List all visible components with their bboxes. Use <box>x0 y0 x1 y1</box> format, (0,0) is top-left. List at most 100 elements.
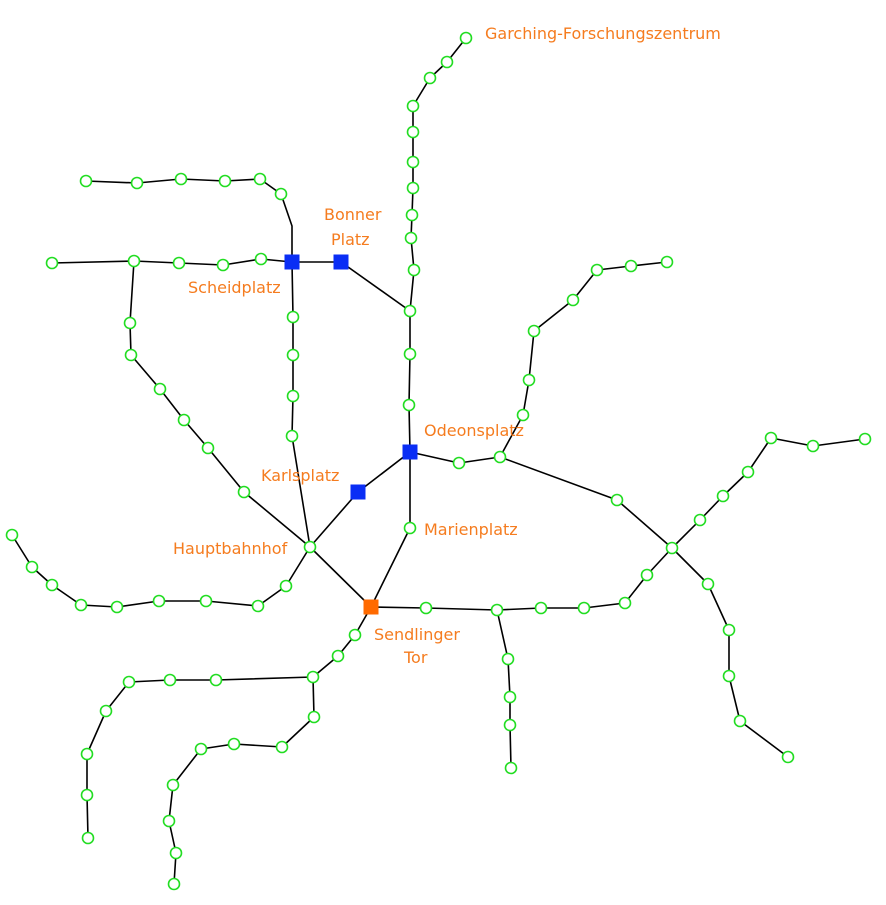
station-stop <box>504 761 518 775</box>
station-labels: Garching-Forschungszentrum Bonner Platz … <box>173 24 721 667</box>
station-stop <box>741 465 755 479</box>
station-stop <box>660 255 674 269</box>
station-stop <box>406 99 420 113</box>
station-stop <box>590 263 604 277</box>
station-stop <box>781 750 795 764</box>
station-stop <box>522 373 536 387</box>
station-stop <box>566 293 580 307</box>
station-stop <box>163 673 177 687</box>
station-stop <box>610 493 624 507</box>
station-stop <box>405 208 419 222</box>
label-karlsplatz: Karlsplatz <box>261 466 339 485</box>
station-stop <box>306 670 320 684</box>
junction-stations <box>284 254 418 615</box>
station-stop <box>406 181 420 195</box>
station-stop <box>701 577 715 591</box>
station-markers <box>5 31 872 891</box>
station-stop <box>251 599 265 613</box>
station-stop <box>503 718 517 732</box>
route-west <box>51 260 372 608</box>
station-stop <box>167 877 181 891</box>
station-stop <box>123 316 137 330</box>
label-odeonsplatz: Odeonsplatz <box>424 421 524 440</box>
station-stop <box>169 846 183 860</box>
station-stop <box>227 737 241 751</box>
station-stop <box>5 528 19 542</box>
label-bonner-platz-line2: Platz <box>331 230 370 249</box>
station-stop <box>403 521 417 535</box>
station-stop <box>303 540 317 554</box>
station-stop <box>286 348 300 362</box>
route-lines <box>11 37 866 885</box>
station-stop <box>406 155 420 169</box>
station-stop <box>693 513 707 527</box>
station-stop <box>423 71 437 85</box>
station-stop <box>440 55 454 69</box>
route-south-west-2 <box>168 676 315 885</box>
station-stop <box>501 652 515 666</box>
station-stop <box>162 814 176 828</box>
label-garching-forschungszentrum: Garching-Forschungszentrum <box>485 24 721 43</box>
bonner-platz-station <box>333 254 349 270</box>
station-stop <box>110 600 124 614</box>
label-bonner-platz-line1: Bonner <box>324 205 382 224</box>
station-stop <box>402 398 416 412</box>
station-stop <box>624 259 638 273</box>
station-stop <box>237 485 251 499</box>
station-stop <box>172 256 186 270</box>
station-stop <box>406 125 420 139</box>
station-stop <box>419 601 433 615</box>
station-stop <box>403 304 417 318</box>
station-stop <box>640 568 654 582</box>
station-stop <box>153 382 167 396</box>
station-stop <box>577 601 591 615</box>
station-stop <box>286 389 300 403</box>
station-stop <box>199 594 213 608</box>
station-stop <box>253 172 267 186</box>
station-stop <box>331 649 345 663</box>
station-stop <box>80 747 94 761</box>
route-central-east <box>309 451 789 758</box>
route-south <box>496 609 512 769</box>
station-stop <box>493 450 507 464</box>
station-stop <box>452 456 466 470</box>
station-stop <box>527 324 541 338</box>
station-stop <box>534 601 548 615</box>
label-hauptbahnhof: Hauptbahnhof <box>173 539 288 558</box>
station-stop <box>79 174 93 188</box>
station-stop <box>80 788 94 802</box>
station-stop <box>45 578 59 592</box>
station-stop <box>274 187 288 201</box>
station-stop <box>74 598 88 612</box>
station-stop <box>124 348 138 362</box>
station-stop <box>127 254 141 268</box>
sendlinger-tor-station <box>363 599 379 615</box>
station-stop <box>407 263 421 277</box>
station-stop <box>764 431 778 445</box>
odeonsplatz-station <box>402 444 418 460</box>
station-stop <box>858 432 872 446</box>
station-stop <box>130 176 144 190</box>
label-scheidplatz: Scheidplatz <box>188 278 281 297</box>
station-stop <box>307 710 321 724</box>
route-garching <box>370 37 467 608</box>
label-marienplatz: Marienplatz <box>424 520 518 539</box>
route-north-west <box>11 178 311 608</box>
station-stop <box>209 673 223 687</box>
route-east <box>370 437 866 611</box>
station-stop <box>806 439 820 453</box>
station-stop <box>665 541 679 555</box>
station-stop <box>286 310 300 324</box>
station-stop <box>99 704 113 718</box>
station-stop <box>122 675 136 689</box>
station-stop <box>404 231 418 245</box>
station-stop <box>459 31 473 45</box>
scheidplatz-station <box>284 254 300 270</box>
station-stop <box>503 690 517 704</box>
station-stop <box>216 258 230 272</box>
station-stop <box>490 603 504 617</box>
station-stop <box>618 596 632 610</box>
station-stop <box>166 778 180 792</box>
route-north-east <box>499 261 668 458</box>
station-stop <box>279 579 293 593</box>
